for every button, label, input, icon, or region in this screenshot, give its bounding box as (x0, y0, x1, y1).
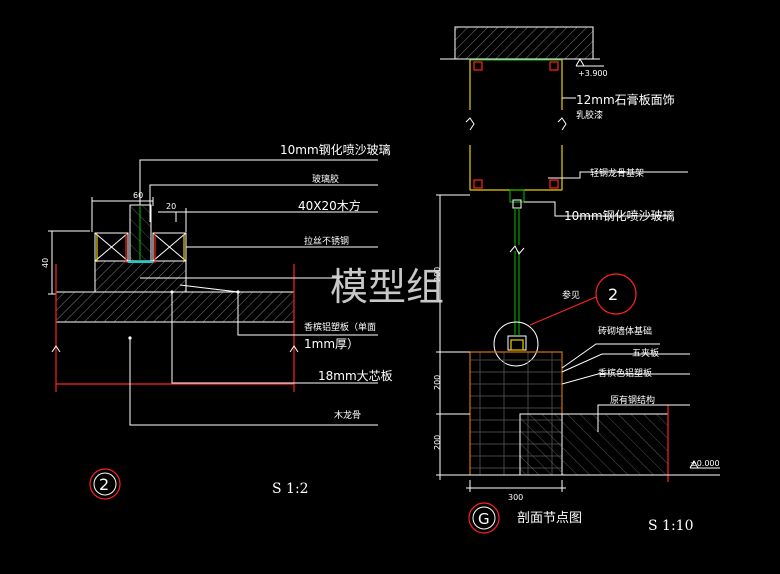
right-detail: +3.900 参见 2 (433, 26, 720, 534)
left-detail: 10mm钢化喷沙玻璃 玻璃胶 40X20木方 拉丝不锈钢 香槟铝塑板（单面 1m… (41, 143, 393, 500)
section-tag (468, 502, 500, 534)
ceiling-slab (454, 26, 594, 60)
svg-text:200: 200 (433, 435, 442, 450)
label-champagne: 香槟色铝塑板 (598, 367, 652, 379)
section-title: 剖面节点图 (517, 511, 582, 526)
label-frame: 轻钢龙骨基架 (590, 167, 644, 179)
svg-text:参见: 参见 (562, 289, 580, 301)
elev-bottom: ±0.000 (690, 459, 720, 468)
scale-right: S 1:10 (648, 518, 693, 534)
svg-text:2: 2 (99, 475, 109, 494)
label-glass: 10mm钢化喷沙玻璃 (280, 143, 391, 157)
label-structure: 原有钢结构 (610, 394, 655, 406)
ref-tag (595, 273, 637, 315)
gypsum-frame (469, 59, 563, 191)
label-gypsum-a: 12mm石膏板面饰 (576, 92, 675, 107)
svg-text:200: 200 (433, 375, 442, 390)
dim-20: 20 (166, 202, 176, 211)
label-brick: 砖砌墙体基础 (598, 325, 652, 337)
watermark: 模型组 (330, 265, 444, 309)
dim-60: 60 (133, 191, 143, 200)
svg-text:G: G (478, 510, 490, 528)
svg-text:200: 200 (433, 267, 442, 282)
elev-top: +3.900 (578, 69, 608, 78)
label-steel: 拉丝不锈钢 (304, 235, 349, 247)
label-wood: 40X20木方 (298, 198, 361, 213)
dim-40: 40 (41, 258, 50, 268)
label-gypsum-b: 乳胶漆 (576, 109, 603, 121)
label-glass-right: 10mm钢化喷沙玻璃 (564, 209, 675, 223)
scale-left: S 1:2 (272, 481, 309, 497)
label-veneer: 五夹板 (632, 347, 659, 359)
svg-text:2: 2 (608, 285, 618, 304)
label-keel: 木龙骨 (334, 409, 361, 421)
label-board-a: 香槟铝塑板（单面 (304, 321, 376, 333)
steel-structure (519, 413, 669, 476)
base-block (94, 260, 187, 293)
detail-tag-2 (89, 468, 121, 500)
slab (55, 291, 295, 323)
label-board-b: 1mm厚） (304, 337, 359, 351)
label-glue: 玻璃胶 (312, 173, 339, 185)
svg-text:300: 300 (508, 493, 523, 502)
label-core: 18mm大芯板 (318, 369, 393, 383)
